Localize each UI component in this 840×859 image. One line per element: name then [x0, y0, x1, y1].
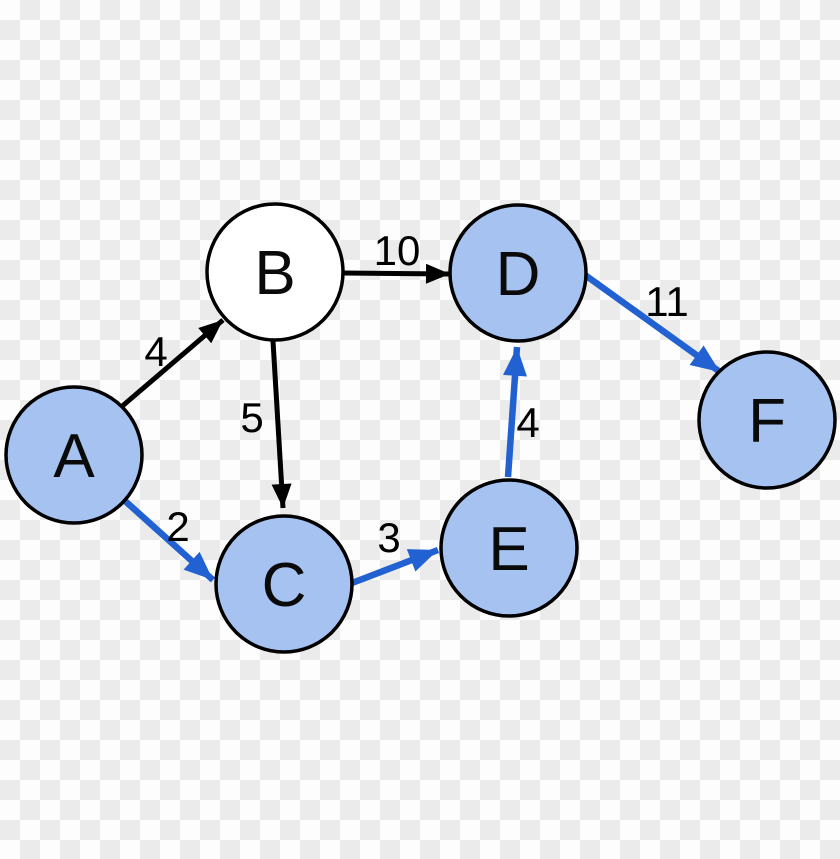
node-B-circle	[205, 202, 345, 342]
edge-D-F	[583, 272, 722, 375]
edge-C-E-weight: 3	[377, 514, 400, 561]
edge-B-D	[342, 263, 451, 284]
edge-A-B-weight: 4	[144, 328, 167, 375]
node-C-label: C	[262, 551, 307, 620]
node-A: A	[4, 385, 144, 525]
edge-B-C	[270, 340, 292, 509]
edge-E-D	[503, 346, 527, 478]
edge-A-C-weight: 2	[166, 503, 189, 550]
edge-B-D-weight: 10	[374, 227, 421, 274]
node-D: D	[448, 203, 588, 343]
node-A-label: A	[53, 422, 95, 491]
node-E-circle	[439, 478, 579, 618]
node-E-label: E	[488, 515, 529, 584]
edge-E-D-weight: 4	[516, 399, 539, 446]
node-C-circle	[214, 514, 354, 654]
node-F-label: F	[748, 387, 786, 456]
node-E: E	[439, 478, 579, 618]
edge-C-E	[350, 546, 440, 587]
node-B: B	[205, 202, 345, 342]
node-D-label: D	[496, 240, 541, 309]
edge-D-F-weight: 11	[645, 278, 689, 325]
edge-A-C	[121, 497, 216, 583]
node-A-circle	[4, 385, 144, 525]
edge-weights-layer: 4 10 5 2 3 4 11	[144, 227, 688, 561]
node-D-circle	[448, 203, 588, 343]
edge-A-B	[118, 318, 225, 410]
node-F-circle	[697, 350, 837, 490]
nodes-layer: A B C D E F	[4, 202, 837, 654]
node-B-label: B	[254, 239, 295, 308]
edge-B-C-weight: 5	[240, 394, 263, 441]
edges-layer	[118, 263, 722, 587]
node-C: C	[214, 514, 354, 654]
node-F: F	[697, 350, 837, 490]
